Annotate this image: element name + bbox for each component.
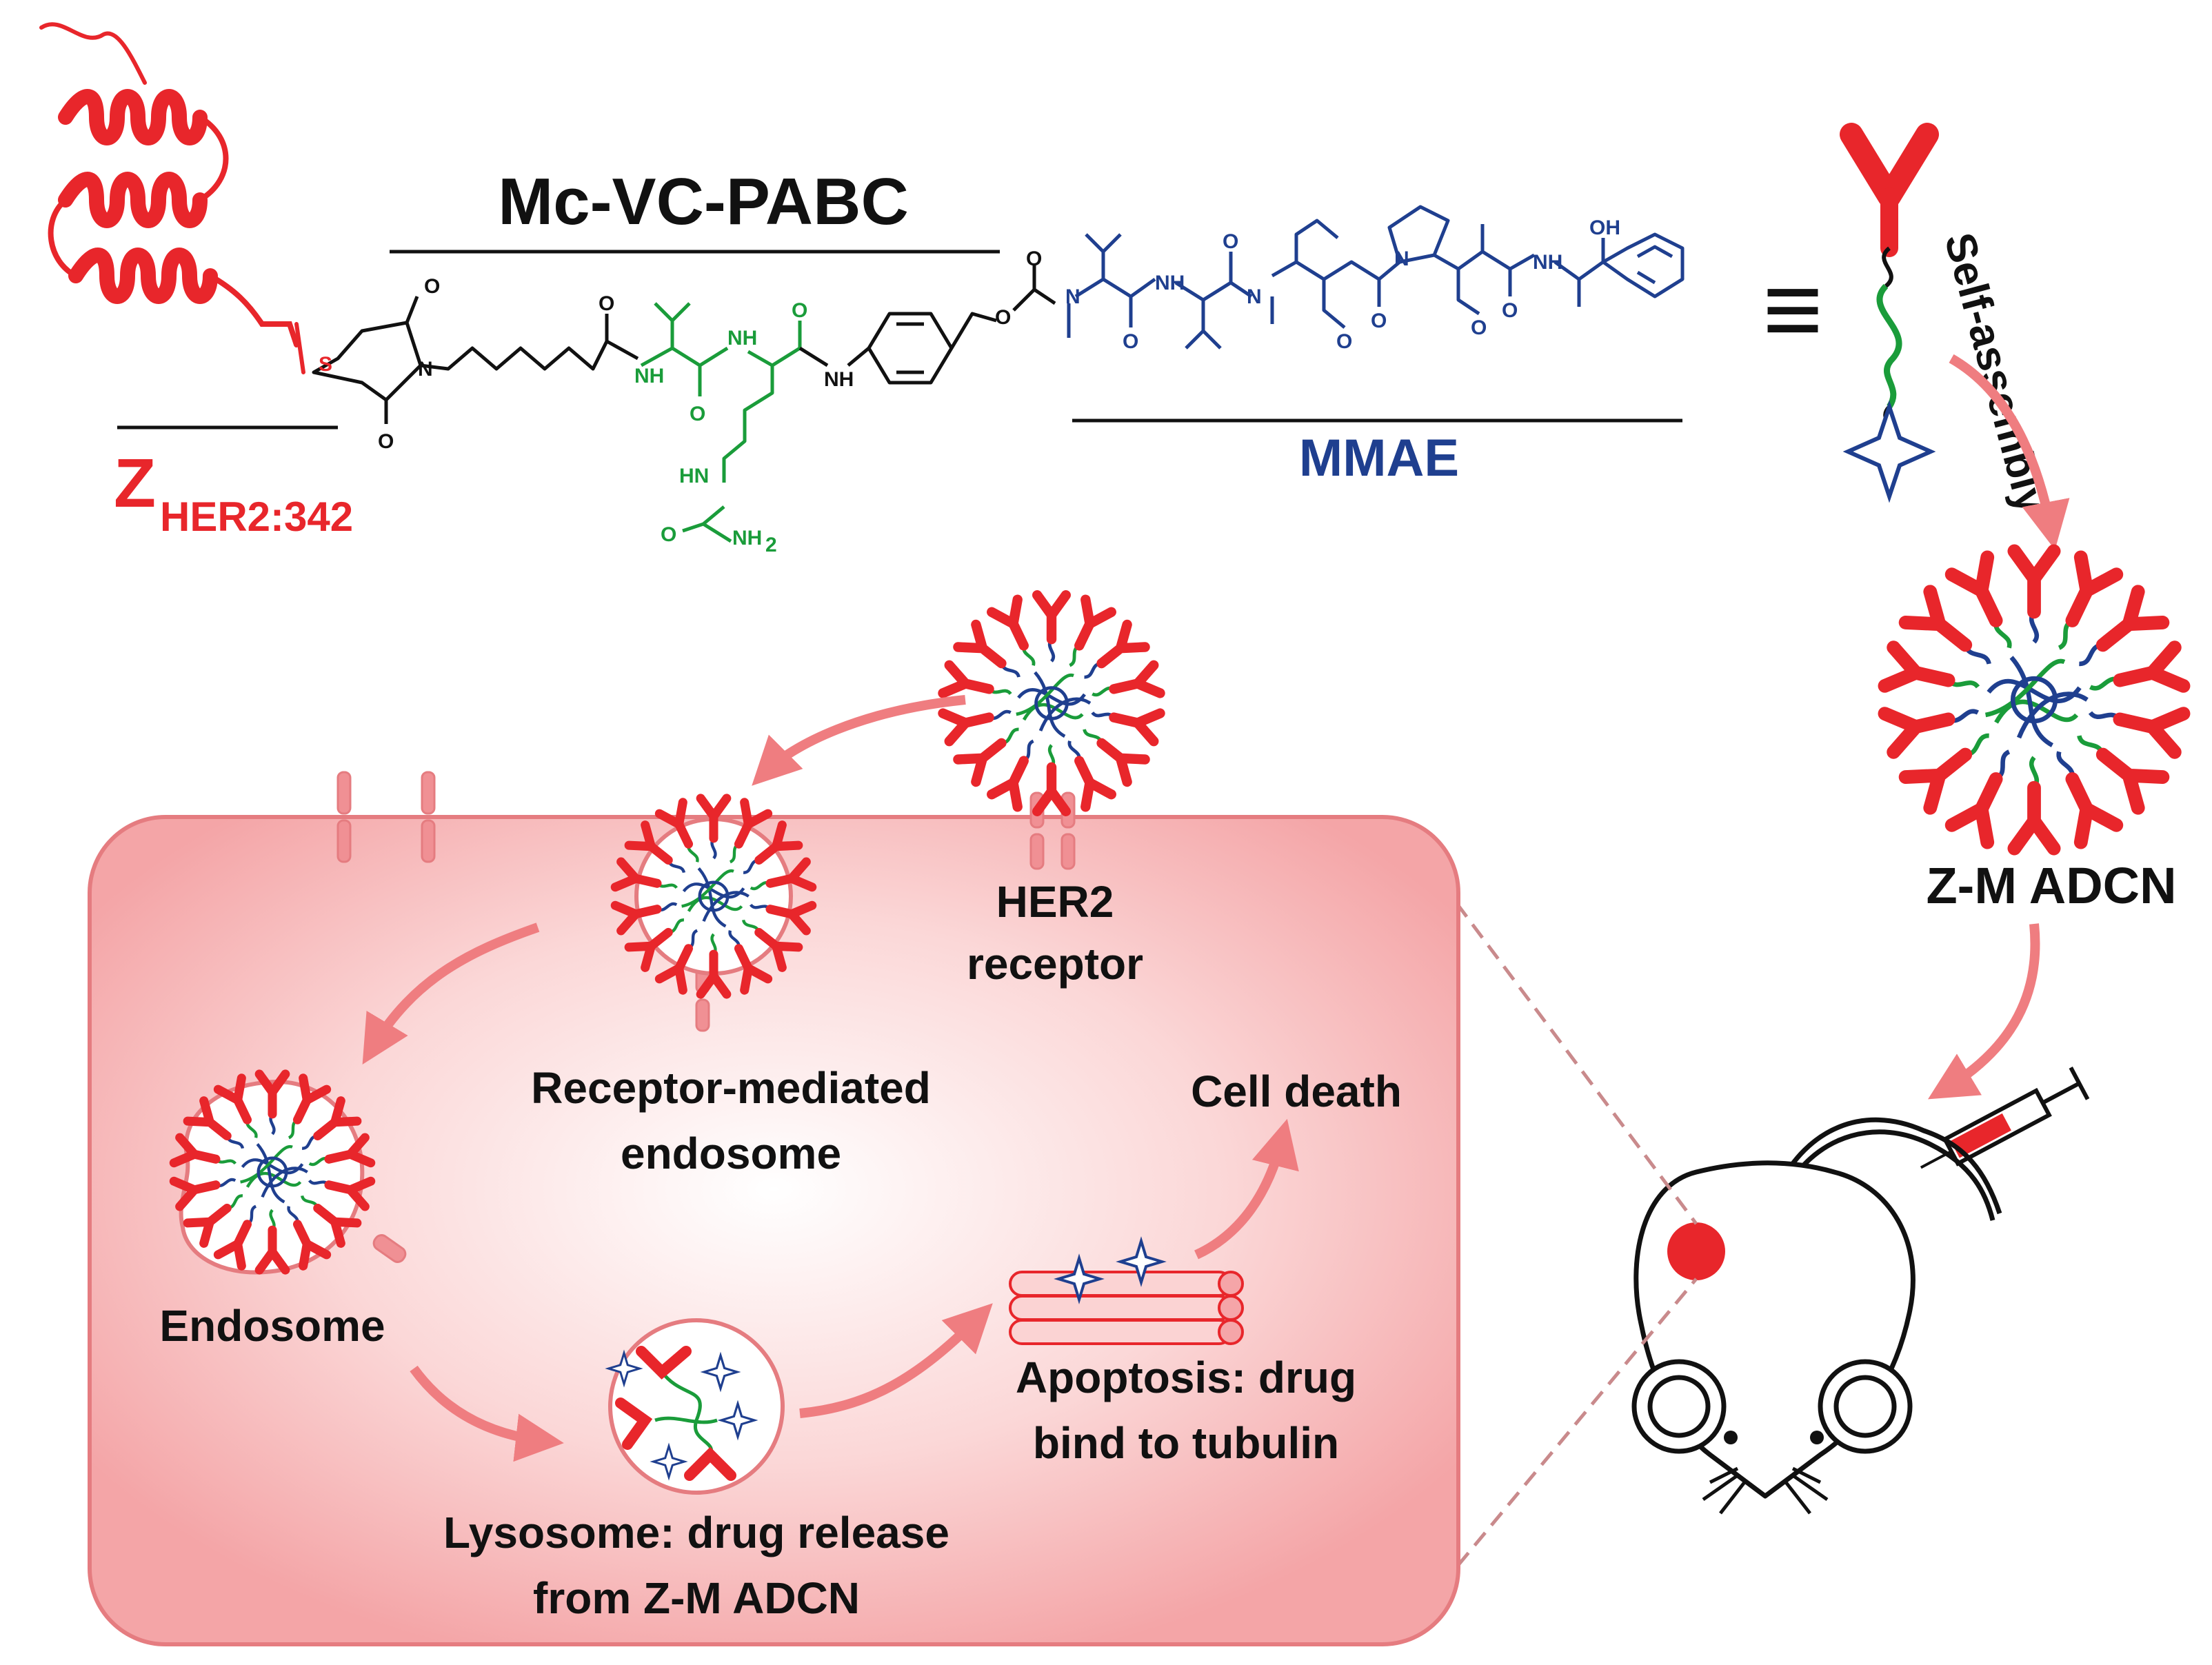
svg-text:O: O bbox=[378, 430, 394, 453]
injection-arrow bbox=[1927, 923, 2040, 1100]
svg-text:NH: NH bbox=[732, 527, 762, 549]
svg-text:NH: NH bbox=[1155, 272, 1185, 294]
cell-death-label: Cell death bbox=[1191, 1067, 1402, 1116]
rme-label-line2: endosome bbox=[621, 1129, 841, 1178]
equivalence-sign: ≡ bbox=[1762, 251, 1823, 367]
svg-text:O: O bbox=[690, 403, 705, 425]
svg-text:O: O bbox=[424, 275, 440, 298]
apoptosis-label-line2: bind to tubulin bbox=[1033, 1418, 1339, 1468]
zoom-line-bottom bbox=[1440, 1278, 1698, 1587]
cell-body bbox=[88, 815, 1460, 1646]
svg-text:O: O bbox=[792, 299, 807, 322]
svg-text:O: O bbox=[661, 523, 676, 546]
entry-arrow bbox=[752, 695, 966, 786]
zoom-line-top bbox=[1439, 881, 1698, 1225]
affibody-label-sub: HER2:342 bbox=[160, 494, 353, 540]
svg-text:HN: HN bbox=[679, 465, 709, 487]
nanoparticle-in-rme-icon bbox=[615, 798, 812, 994]
mmae-label: MMAE bbox=[1299, 429, 1459, 487]
tubulin-icon bbox=[1009, 1271, 1244, 1345]
svg-text:NH: NH bbox=[634, 365, 664, 387]
svg-text:2: 2 bbox=[765, 534, 777, 556]
svg-text:O: O bbox=[1336, 330, 1352, 353]
to-tubulin-arrow bbox=[799, 1303, 993, 1418]
svg-text:O: O bbox=[1123, 330, 1138, 353]
released-fragments bbox=[607, 1346, 756, 1481]
svg-text:NH: NH bbox=[1533, 251, 1562, 274]
valine-citrulline-structure bbox=[640, 302, 802, 543]
to-lysosome-arrow bbox=[410, 1365, 564, 1462]
lysosome-label-line1: Lysosome: drug release bbox=[443, 1508, 949, 1557]
svg-text:NH: NH bbox=[727, 327, 757, 350]
affibody-label: Z bbox=[114, 445, 156, 522]
tumor-spot bbox=[1667, 1222, 1725, 1280]
nanoparticle-binding-icon bbox=[943, 595, 1160, 811]
svg-text:N: N bbox=[1065, 285, 1080, 308]
mmae-structure bbox=[1067, 205, 1685, 350]
syringe-icon bbox=[1920, 1067, 2090, 1169]
svg-text:N: N bbox=[418, 358, 433, 381]
rme-label-line1: Receptor-mediated bbox=[531, 1063, 931, 1113]
nanoparticle-label: Z-M ADCN bbox=[1926, 857, 2176, 914]
her2-label-line2: receptor bbox=[967, 939, 1143, 989]
nanoparticle-in-endosome-icon bbox=[174, 1074, 370, 1270]
svg-text:NH: NH bbox=[824, 368, 854, 391]
linker-label: Mc-VC-PABC bbox=[498, 165, 909, 239]
maleimide-caproyl-structure bbox=[312, 296, 639, 424]
svg-text:N: N bbox=[1394, 248, 1409, 270]
svg-text:O: O bbox=[599, 292, 614, 315]
apoptosis-label-line1: Apoptosis: drug bbox=[1016, 1353, 1356, 1402]
endosome-label: Endosome bbox=[159, 1301, 385, 1351]
her2-label-line1: HER2 bbox=[996, 877, 1114, 927]
svg-text:O: O bbox=[1471, 316, 1487, 339]
self-assembly-arrow bbox=[1949, 354, 2070, 550]
affibody-helix-icon bbox=[39, 22, 305, 374]
membrane-receptors bbox=[336, 771, 1076, 1263]
pabc-structure bbox=[798, 265, 1056, 385]
svg-text:O: O bbox=[1502, 299, 1518, 322]
svg-text:O: O bbox=[1371, 310, 1387, 332]
to-cell-death-arrow bbox=[1194, 1118, 1299, 1260]
eye-right bbox=[1810, 1431, 1824, 1444]
svg-text:OH: OH bbox=[1589, 216, 1620, 239]
to-endosome-arrow bbox=[362, 922, 540, 1065]
nanoparticle-icon bbox=[1884, 551, 2183, 848]
svg-text:N: N bbox=[1247, 285, 1262, 308]
svg-text:O: O bbox=[995, 306, 1011, 329]
svg-text:O: O bbox=[1223, 230, 1238, 253]
svg-text:O: O bbox=[1026, 248, 1042, 270]
mouse-icon bbox=[1631, 1117, 2002, 1515]
svg-text:S: S bbox=[319, 353, 332, 376]
lysosome-label-line2: from Z-M ADCN bbox=[533, 1573, 860, 1623]
conjugate-schematic-icon bbox=[1840, 123, 1939, 503]
eye-left bbox=[1724, 1431, 1738, 1444]
